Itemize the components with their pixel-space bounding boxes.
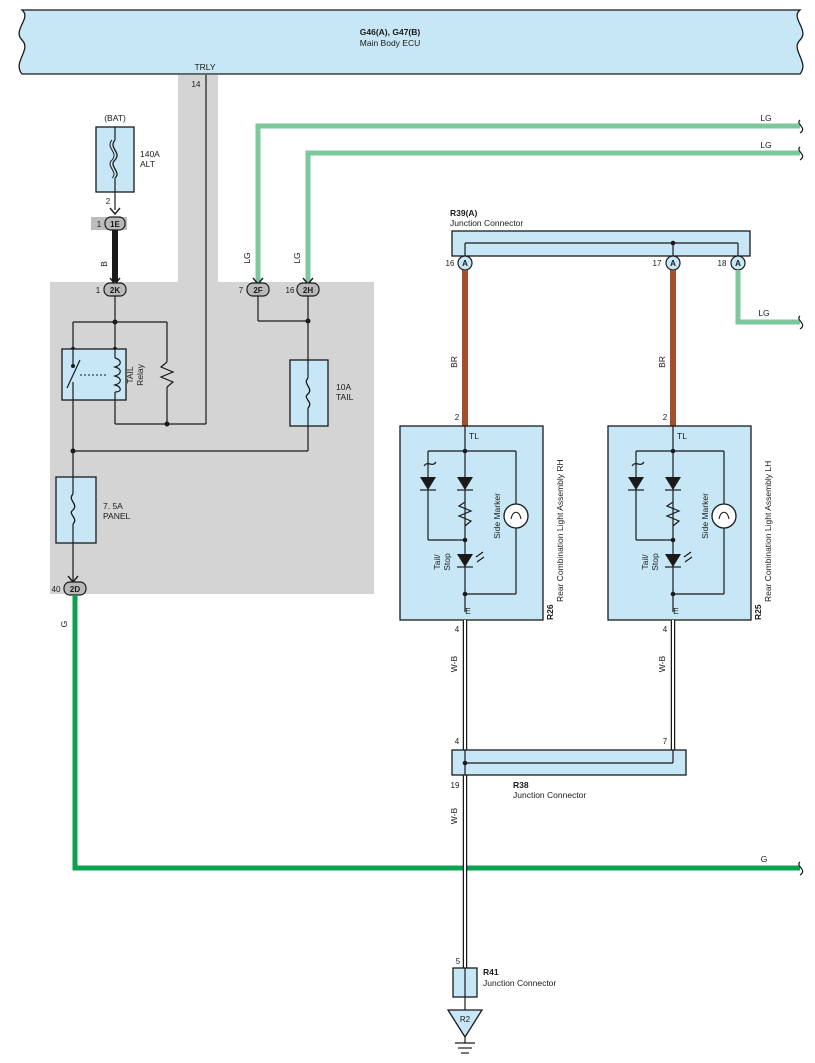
- r25-tail-stop-2: Stop: [650, 553, 660, 571]
- r25-pin-tl: 2: [663, 413, 668, 422]
- main-body-ecu[interactable]: G46(A), G47(B) Main Body ECU TRLY: [18, 9, 804, 75]
- r38-pin-right: 7: [663, 737, 668, 746]
- r39-pin-16-number: 16: [446, 259, 455, 268]
- connector-2k-pin: 1: [96, 286, 101, 295]
- r26-tail-stop-2: Stop: [442, 553, 452, 571]
- ground-id: R2: [460, 1015, 471, 1024]
- wire-wb-rh-label: W-B: [449, 655, 459, 672]
- r41-pin: 5: [456, 957, 461, 966]
- r38-pin-bottom: 19: [451, 781, 460, 790]
- connector-1e-code: 1E: [110, 220, 120, 229]
- connector-2d-code: 2D: [70, 585, 80, 594]
- connector-2k[interactable]: 2K: [103, 282, 127, 297]
- r39-pin-16: A: [457, 255, 473, 271]
- tail-relay[interactable]: TAIL Relay: [61, 348, 145, 401]
- connector-2h[interactable]: 2H: [296, 282, 320, 297]
- r39-id: R39(A): [450, 208, 478, 218]
- panel-fuse-name: PANEL: [103, 511, 131, 521]
- bat-label: (BAT): [104, 113, 126, 123]
- wire-lg-2h-label: LG: [292, 252, 302, 263]
- panel-fuse-rating: 7. 5A: [103, 501, 123, 511]
- r26-light-assembly[interactable]: TL E Tail/ Stop Side Marker: [399, 425, 544, 621]
- r25-name: Rear Combination Light Assembly LH: [763, 461, 773, 602]
- r39-pin-18: A: [730, 255, 746, 271]
- ecu-id: G46(A), G47(B): [360, 27, 421, 37]
- r38-connector[interactable]: [451, 749, 687, 776]
- r39-connector[interactable]: [451, 230, 751, 257]
- connector-2f-pin: 7: [239, 286, 244, 295]
- tail-fuse-rating: 10A: [336, 382, 351, 392]
- wire-br-lh-label: BR: [657, 356, 667, 368]
- fuse-panel[interactable]: 7. 5A PANEL: [55, 476, 131, 544]
- r25-pin-e: 4: [663, 625, 668, 634]
- wire-g-label: G: [59, 621, 69, 628]
- fuse-alt: (BAT) 140A ALT: [95, 113, 160, 193]
- r25-tl-label: TL: [677, 431, 687, 441]
- r39-pin-17-number: 17: [653, 259, 662, 268]
- r26-tl-label: TL: [469, 431, 479, 441]
- connector-2k-code: 2K: [110, 286, 120, 295]
- wire-g-label-right: G: [761, 854, 768, 864]
- wire-wb-lh-label: W-B: [657, 655, 667, 672]
- svg-text:A: A: [670, 259, 676, 268]
- r26-side-marker: Side Marker: [492, 493, 502, 539]
- r26-name: Rear Combination Light Assembly RH: [555, 459, 565, 602]
- r25-side-marker: Side Marker: [700, 493, 710, 539]
- wire-lg-r39: LG: [735, 270, 804, 330]
- shaded-junction-block: [50, 75, 374, 594]
- wire-br: BR BR: [449, 270, 676, 426]
- tail-relay-label-2: Relay: [135, 363, 145, 385]
- wire-g: G G: [59, 595, 804, 876]
- wire-wb-main-label: W-B: [449, 807, 459, 824]
- r38-name: Junction Connector: [513, 790, 586, 800]
- fuse-tail[interactable]: 10A TAIL: [289, 359, 354, 427]
- r25-tail-stop-1: Tail/: [640, 554, 650, 570]
- alt-fuse-rating: 140A: [140, 149, 160, 159]
- r26-e-label: E: [465, 606, 471, 616]
- r26-pin-tl: 2: [455, 413, 460, 422]
- wire-b-label: B: [99, 261, 109, 267]
- tail-relay-label-1: TAIL: [125, 366, 135, 384]
- svg-text:A: A: [735, 259, 741, 268]
- connector-2d-pin: 40: [52, 585, 61, 594]
- connector-2f-code: 2F: [253, 286, 262, 295]
- wire-wb: W-B W-B W-B: [449, 620, 676, 968]
- wire-lg-2-label: LG: [760, 140, 771, 150]
- alt-pin-top: 2: [106, 197, 111, 206]
- connector-2f[interactable]: 2F: [246, 282, 270, 297]
- r26-pin-e: 4: [455, 625, 460, 634]
- r41-name: Junction Connector: [483, 978, 556, 988]
- wire-lg-r39-label: LG: [758, 308, 769, 318]
- r25-e-label: E: [673, 606, 679, 616]
- r41-connector[interactable]: [452, 967, 478, 1010]
- junction-block-wiring: [70, 75, 311, 477]
- r26-id: R26: [545, 604, 555, 620]
- alt-fuse-name: ALT: [140, 159, 155, 169]
- r26-tail-stop-1: Tail/: [432, 554, 442, 570]
- ecu-name: Main Body ECU: [360, 38, 420, 48]
- r38-id: R38: [513, 780, 529, 790]
- connector-1e-pin: 1: [97, 220, 102, 229]
- wire-lg-2f-label: LG: [242, 252, 252, 263]
- ecu-terminal-pin: 14: [192, 80, 201, 89]
- wire-lg-1-label: LG: [760, 113, 771, 123]
- connector-2d[interactable]: 2D: [63, 581, 87, 596]
- connector-2h-pin: 16: [286, 286, 295, 295]
- connector-2h-code: 2H: [303, 286, 313, 295]
- r41-id: R41: [483, 967, 499, 977]
- r39-pin-17: A: [665, 255, 681, 271]
- r25-light-assembly[interactable]: TL E Tail/ Stop Side Marker: [607, 425, 752, 621]
- r25-id: R25: [753, 604, 763, 620]
- r39-pin-18-number: 18: [718, 259, 727, 268]
- ground-r2: R2: [446, 1009, 484, 1054]
- lg-wires-top: LG LG LG LG: [242, 113, 804, 282]
- ecu-terminal-name: TRLY: [194, 62, 215, 72]
- tail-fuse-name: TAIL: [336, 392, 354, 402]
- svg-text:A: A: [462, 259, 468, 268]
- connector-1e[interactable]: 1E: [104, 216, 126, 231]
- r39-name: Junction Connector: [450, 218, 523, 228]
- r38-pin-left: 4: [455, 737, 460, 746]
- wire-br-rh-label: BR: [449, 356, 459, 368]
